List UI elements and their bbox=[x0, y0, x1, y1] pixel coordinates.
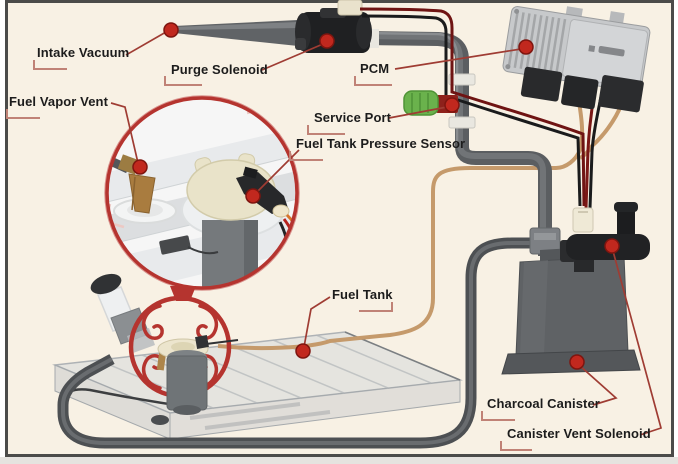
label-fuel-vapor-vent: Fuel Vapor Vent bbox=[9, 94, 109, 109]
fuel-vapor-vent-dot bbox=[132, 159, 148, 175]
callout-dots bbox=[132, 22, 620, 370]
magnifier-outer-ring bbox=[104, 95, 300, 291]
label-canister-vent-solenoid: Canister Vent Solenoid bbox=[507, 426, 651, 441]
label-bracket bbox=[6, 109, 40, 119]
in-tank-pump-module bbox=[151, 335, 239, 425]
label-bracket bbox=[307, 125, 345, 135]
label-bracket bbox=[359, 302, 393, 312]
tee-fitting-band bbox=[534, 233, 556, 240]
intake-tube-highlight bbox=[174, 22, 298, 30]
service-port-dot bbox=[444, 97, 460, 113]
label-bracket bbox=[354, 76, 392, 86]
purge-solenoid-graphic bbox=[295, 0, 379, 53]
label-intake-vacuum: Intake Vacuum bbox=[37, 45, 130, 60]
pcm-graphic bbox=[502, 6, 651, 113]
solenoid-connector bbox=[572, 207, 594, 233]
label-bracket bbox=[481, 411, 515, 421]
fuel-tank-dot bbox=[295, 343, 311, 359]
charcoal-canister-graphic bbox=[501, 246, 641, 375]
frame-border-bottom bbox=[5, 454, 674, 457]
label-service-port: Service Port bbox=[314, 110, 392, 125]
label-fuel-tank-pressure-sensor: Fuel Tank Pressure Sensor bbox=[296, 136, 466, 151]
label-bracket bbox=[500, 441, 532, 451]
magnifier-ring bbox=[105, 96, 299, 290]
intake-vacuum-dot bbox=[163, 22, 179, 38]
pcm-dot bbox=[518, 39, 534, 55]
label-charcoal-canister: Charcoal Canister bbox=[487, 396, 600, 411]
canister-vent-solenoid-dot bbox=[604, 238, 620, 254]
leader-lines bbox=[110, 31, 663, 436]
label-pcm: PCM bbox=[360, 61, 390, 76]
tube-fitting-band bbox=[448, 73, 476, 86]
frame-border-right bbox=[671, 0, 674, 457]
vent-hose bbox=[57, 237, 533, 449]
label-bracket bbox=[164, 76, 202, 86]
label-bracket bbox=[289, 151, 323, 161]
pressure-sensor-dot bbox=[245, 188, 261, 204]
purge-solenoid-dot bbox=[319, 33, 335, 49]
page-bottom-edge bbox=[0, 457, 678, 464]
fuel-tank-pressure-sensor-graphic bbox=[236, 172, 288, 214]
tube-fitting-band bbox=[448, 116, 476, 129]
frame-border-left bbox=[5, 0, 8, 457]
charcoal-canister-dot bbox=[569, 354, 585, 370]
label-purge-solenoid: Purge Solenoid bbox=[171, 62, 268, 77]
service-port-graphic bbox=[403, 90, 458, 116]
label-bracket bbox=[33, 60, 67, 70]
label-fuel-tank: Fuel Tank bbox=[332, 287, 393, 302]
